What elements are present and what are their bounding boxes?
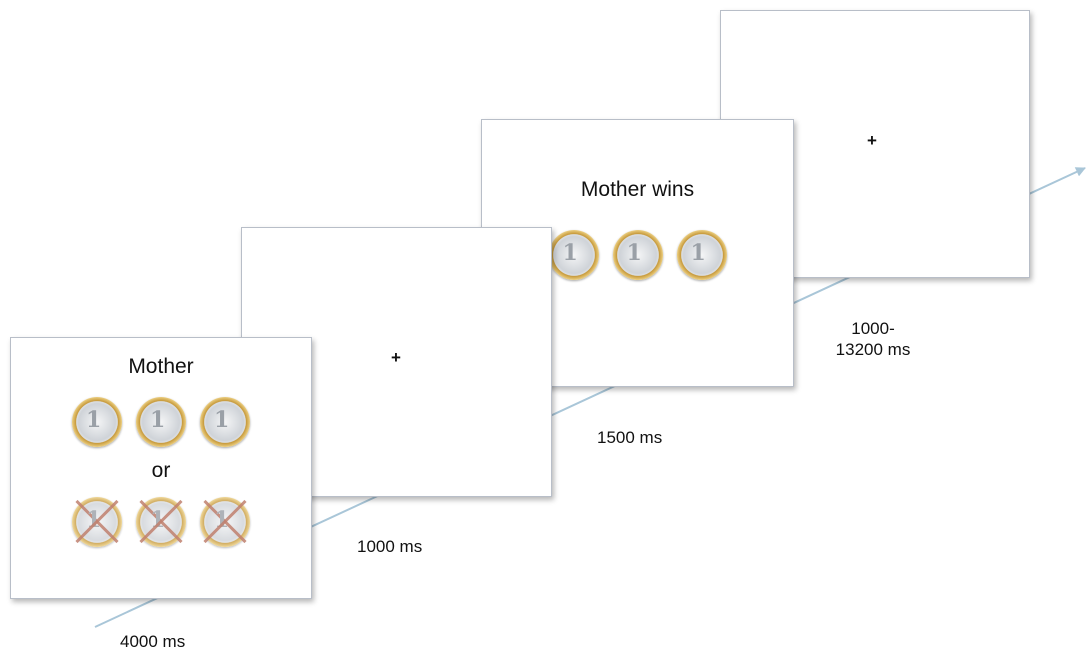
crossed-euro-coin-icon: 1 [136, 497, 186, 547]
euro-coin-icon: 1 [200, 397, 250, 447]
gain-coin-row: 1 1 1 [11, 397, 311, 447]
euro-coin-icon: 1 [548, 230, 599, 280]
feedback-title: Mother wins [580, 178, 695, 201]
or-label: or [151, 459, 171, 482]
euro-coin-icon: 1 [612, 230, 663, 280]
crossed-euro-coin-icon: 1 [200, 497, 250, 547]
fixation-cross: + [867, 131, 877, 150]
cue-screen: Mother 1 1 1 or 1 1 1 [10, 337, 312, 599]
duration-jitter-line1: 1000- [851, 319, 895, 338]
loss-coin-row: 1 1 1 [11, 497, 311, 547]
duration-fixation: 1000 ms [357, 537, 423, 556]
duration-jitter-line2: 13200 ms [835, 340, 911, 359]
duration-jitter: 1000- 13200 ms [818, 318, 928, 360]
duration-cue: 4000 ms [120, 632, 186, 651]
euro-coin-icon: 1 [676, 230, 727, 280]
crossed-euro-coin-icon: 1 [72, 497, 122, 547]
feedback-coin-row: 1 1 1 [482, 230, 793, 280]
euro-coin-icon: 1 [72, 397, 122, 447]
euro-coin-icon: 1 [136, 397, 186, 447]
fixation-cross: + [391, 348, 401, 367]
cue-title: Mother [128, 355, 194, 378]
duration-feedback: 1500 ms [597, 428, 663, 447]
